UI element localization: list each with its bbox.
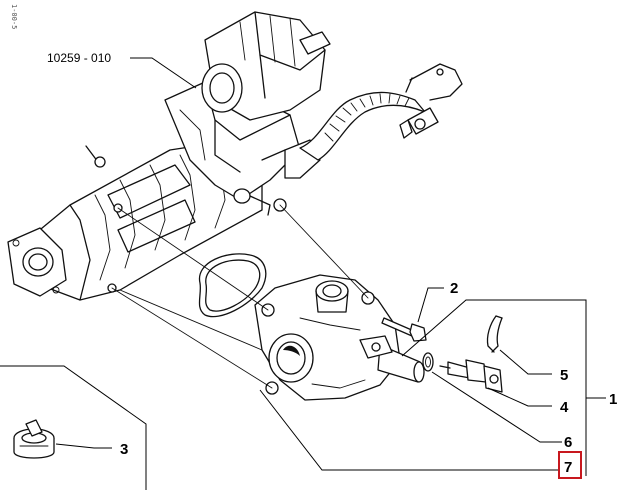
highlight-box xyxy=(558,451,582,479)
callout-6[interactable]: 6 xyxy=(564,434,572,451)
callout-5[interactable]: 5 xyxy=(560,367,568,384)
clamp-ring-part[interactable] xyxy=(13,419,55,459)
callout-4[interactable]: 4 xyxy=(560,399,569,416)
callout-3[interactable]: 3 xyxy=(120,441,128,458)
callout-1[interactable]: 1 xyxy=(609,391,617,408)
gasket-part[interactable] xyxy=(198,253,267,318)
egr-valve-body[interactable] xyxy=(254,274,425,401)
bolt-part[interactable] xyxy=(381,317,427,342)
retaining-clip-part[interactable] xyxy=(486,315,503,353)
side-reference-text: 1-00-5 xyxy=(10,4,18,29)
upper-egr-assembly[interactable] xyxy=(7,11,463,301)
callout-2[interactable]: 2 xyxy=(450,280,458,297)
assembly-reference-label: 10259 - 010 xyxy=(47,51,111,65)
leader-lines xyxy=(0,57,606,490)
callout-7[interactable]: 7 xyxy=(564,459,572,476)
sensor-part[interactable] xyxy=(439,359,503,393)
o-ring-part[interactable] xyxy=(422,352,434,372)
